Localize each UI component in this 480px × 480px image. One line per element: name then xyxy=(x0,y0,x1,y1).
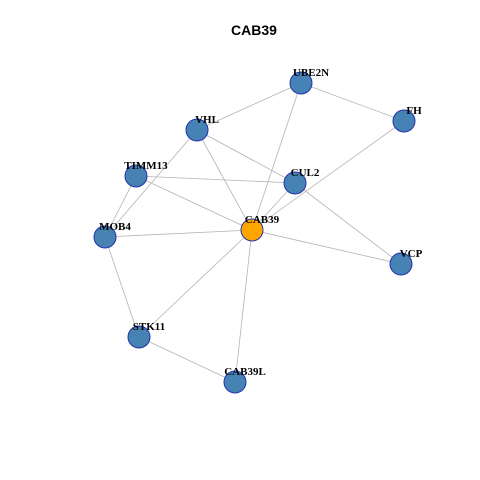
edge-vhl-mob4 xyxy=(104,129,198,238)
edge-timm13-cul2 xyxy=(135,175,296,184)
node-fh[interactable] xyxy=(392,109,416,133)
node-label-vhl: VHL xyxy=(195,114,219,126)
node-label-mob4: MOB4 xyxy=(99,221,131,233)
node-label-cul2: CUL2 xyxy=(291,167,320,179)
node-mob4[interactable] xyxy=(93,225,117,249)
node-cul2[interactable] xyxy=(283,171,307,195)
node-cab39l[interactable] xyxy=(223,370,247,394)
node-stk11[interactable] xyxy=(127,325,151,349)
node-label-stk11: STK11 xyxy=(133,321,165,333)
node-label-fh: FH xyxy=(406,105,422,117)
edge-vhl-cul2 xyxy=(196,129,296,184)
node-layer xyxy=(93,71,416,394)
edge-ube2n-fh xyxy=(300,82,405,122)
edge-cab39-vcp xyxy=(251,229,402,265)
edge-timm13-cab39 xyxy=(135,175,253,231)
node-ube2n[interactable] xyxy=(289,71,313,95)
edge-mob4-stk11 xyxy=(104,236,140,338)
node-cab39[interactable] xyxy=(240,218,264,242)
edge-vhl-ube2n xyxy=(196,82,302,131)
node-vcp[interactable] xyxy=(389,252,413,276)
edge-ube2n-cab39 xyxy=(251,82,302,231)
edge-cab39-stk11 xyxy=(138,229,253,338)
edge-fh-cab39 xyxy=(251,120,405,231)
edge-stk11-cab39l xyxy=(138,336,236,383)
node-label-cab39l: CAB39L xyxy=(224,366,266,378)
node-label-timm13: TIMM13 xyxy=(124,160,168,172)
diagram-title: CAB39 xyxy=(231,22,277,38)
node-label-vcp: VCP xyxy=(400,248,423,260)
edge-cab39-mob4 xyxy=(104,229,253,238)
edge-cul2-vcp xyxy=(294,182,402,265)
node-timm13[interactable] xyxy=(124,164,148,188)
node-label-ube2n: UBE2N xyxy=(293,67,329,79)
node-vhl[interactable] xyxy=(185,118,209,142)
node-label-cab39: CAB39 xyxy=(245,214,280,226)
edge-cab39-cab39l xyxy=(234,229,253,383)
